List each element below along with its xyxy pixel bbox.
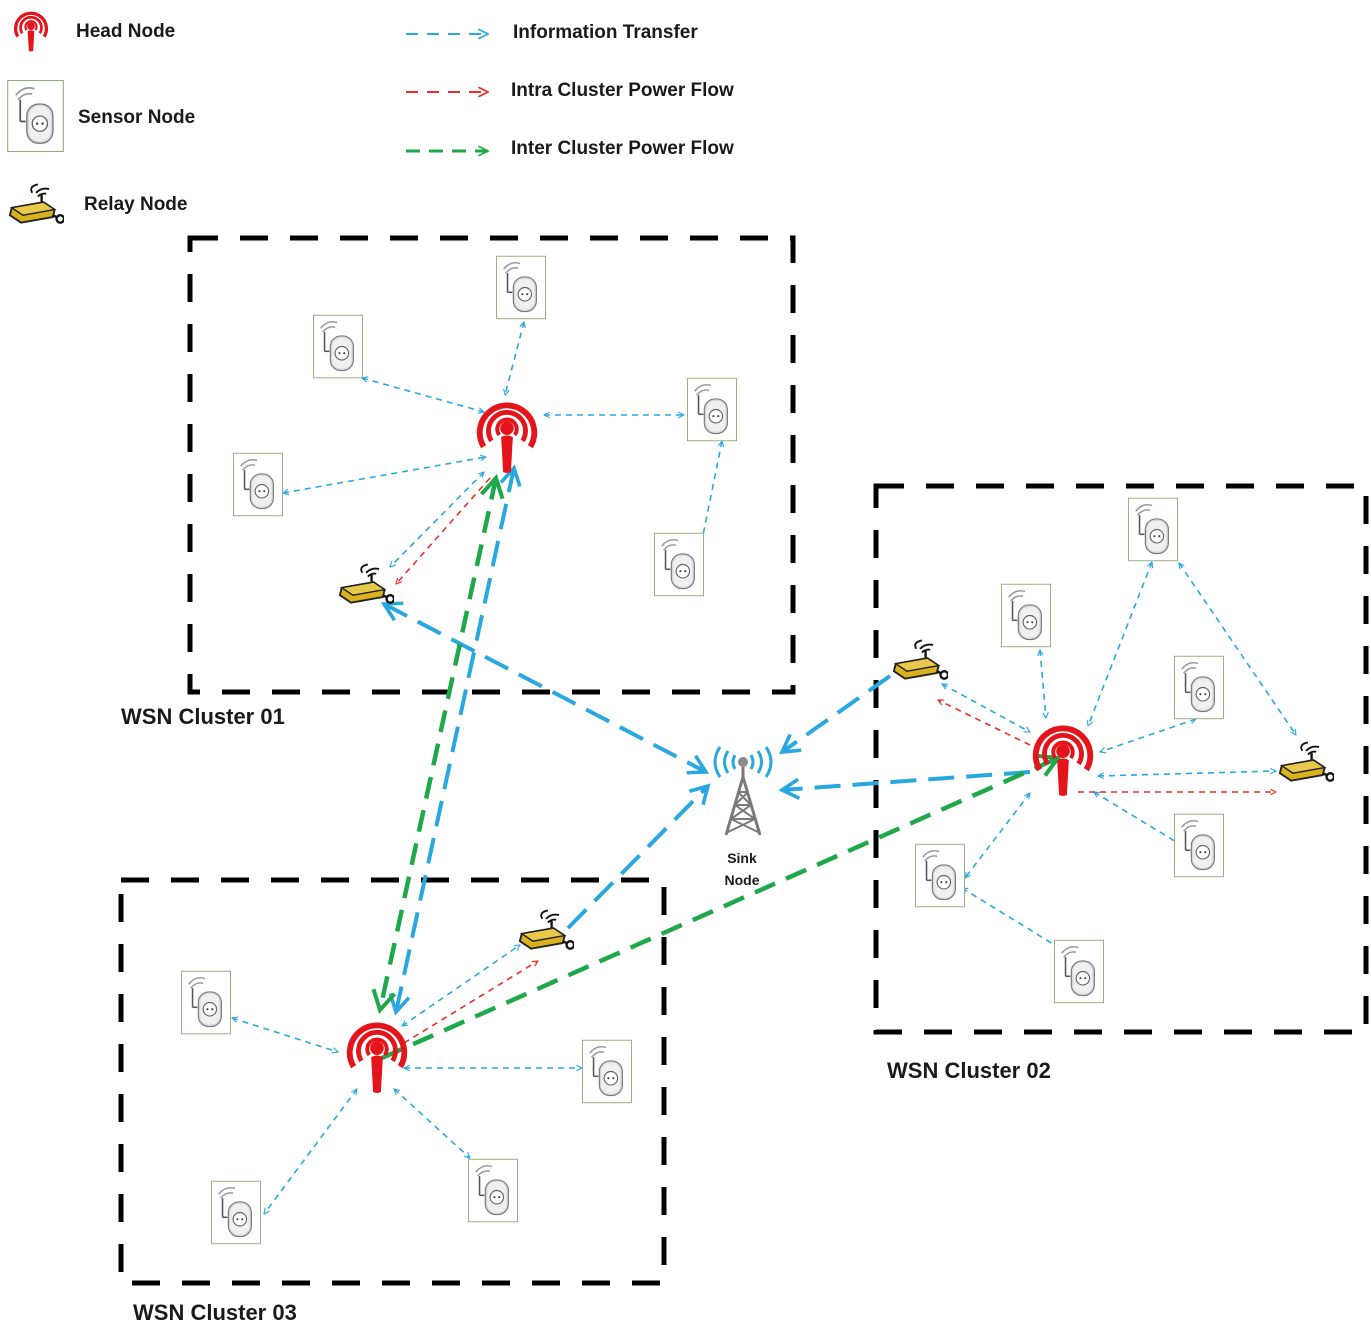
c3-sensor-lower-left bbox=[211, 1180, 261, 1245]
c3-sensor-right bbox=[582, 1039, 632, 1104]
link-c2-head-sensor-top bbox=[1088, 562, 1152, 726]
c3-head-node bbox=[350, 1025, 405, 1093]
link-c3-head-sensor-left bbox=[232, 1018, 338, 1052]
c1-sensor-bottom bbox=[654, 532, 704, 597]
c2-relay-node-left bbox=[892, 638, 948, 681]
c3-relay-node bbox=[518, 908, 574, 951]
c1-sensor-top bbox=[496, 255, 546, 320]
legend-head-node-icon bbox=[13, 11, 49, 52]
info-c3-relay-to-sink bbox=[566, 783, 711, 930]
legend-information-transfer-label: Information Transfer bbox=[513, 22, 698, 43]
legend-head-node-label: Head Node bbox=[76, 21, 176, 42]
c2-sensor-bottom bbox=[1054, 939, 1104, 1004]
c3-sensor-lower-right bbox=[468, 1158, 518, 1223]
cluster-03-label: WSN Cluster 03 bbox=[133, 1300, 297, 1325]
link-c3-head-sensor-lower-right bbox=[394, 1089, 470, 1158]
c1-sensor-right bbox=[687, 377, 737, 442]
c2-head-node bbox=[1036, 728, 1091, 796]
sink-label-line-1: Sink bbox=[727, 850, 757, 866]
link-c2-head-sensor-upper bbox=[1040, 650, 1046, 718]
link-c2-head-sensor-left bbox=[965, 793, 1030, 878]
link-c3-head-relay-info bbox=[402, 945, 520, 1026]
link-c2-head-sensor-right bbox=[1100, 719, 1196, 752]
c2-sensor-left bbox=[915, 843, 965, 908]
link-c1-head-relay-info bbox=[390, 472, 484, 567]
c2-sensor-upper bbox=[1001, 583, 1051, 648]
sink-node-tower-icon bbox=[713, 745, 773, 837]
power-c1-head-to-relay bbox=[396, 477, 491, 584]
link-c3-head-sensor-lower-left bbox=[264, 1089, 357, 1214]
cluster-01-label: WSN Cluster 01 bbox=[121, 704, 285, 729]
power-c3-head-to-c2-head bbox=[381, 753, 1062, 1061]
c1-sensor-upper-left bbox=[313, 314, 363, 379]
link-c2-head-relay-right bbox=[1098, 771, 1276, 776]
link-c1-head-sensor-top bbox=[505, 322, 524, 395]
legend-inter-cluster-power-flow-label: Inter Cluster Power Flow bbox=[511, 138, 734, 159]
link-c1-head-sensor-left bbox=[283, 457, 486, 493]
power-c3-head-to-relay bbox=[403, 960, 538, 1044]
legend-sensor-node-label: Sensor Node bbox=[78, 107, 196, 128]
c2-sensor-lower-right bbox=[1174, 813, 1224, 878]
legend-relay-node-icon bbox=[8, 182, 64, 225]
c1-sensor-left bbox=[233, 452, 283, 517]
c1-relay-node bbox=[338, 562, 394, 605]
info-c2-relay-to-sink bbox=[779, 674, 892, 755]
info-c1-head-c3-head bbox=[388, 464, 522, 1016]
c1-head-node bbox=[480, 405, 535, 473]
cluster-02-label: WSN Cluster 02 bbox=[887, 1058, 1051, 1083]
sink-label-line-2: Node bbox=[724, 872, 760, 888]
c2-sensor-top bbox=[1128, 497, 1178, 562]
legend-sensor-node-icon bbox=[6, 80, 65, 152]
sink-node-label: Sink Node bbox=[712, 847, 772, 891]
power-c1-head-c3-head bbox=[371, 474, 505, 1014]
info-c1-relay-to-sink bbox=[380, 601, 710, 775]
link-c1-head-sensor-upper-left bbox=[362, 378, 484, 412]
legend-relay-node-label: Relay Node bbox=[84, 194, 188, 215]
cluster-02-border bbox=[873, 483, 1369, 1035]
c2-relay-node-right bbox=[1278, 740, 1334, 783]
link-c2-sensor-top-relay-right bbox=[1179, 563, 1296, 735]
legend bbox=[6, 11, 488, 225]
c2-sensor-right bbox=[1174, 655, 1224, 720]
info-c2-head-to-sink bbox=[778, 770, 1031, 800]
legend-intra-cluster-power-flow-label: Intra Cluster Power Flow bbox=[511, 80, 734, 101]
c3-sensor-left bbox=[181, 970, 231, 1035]
link-c2-head-relay-left-info bbox=[942, 683, 1030, 733]
link-c2-sensor-left-sensor-bottom bbox=[962, 887, 1066, 953]
